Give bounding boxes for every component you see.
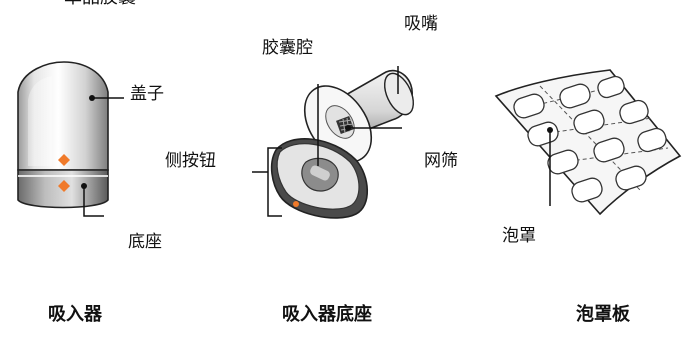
caption-inhaler: 吸入器 bbox=[48, 304, 102, 325]
inhaler-cap bbox=[17, 61, 109, 171]
side-button-mark bbox=[293, 201, 299, 207]
label-side-button: 侧按钮 bbox=[165, 151, 216, 171]
blister-pockets bbox=[513, 75, 667, 203]
inhaler-illustration bbox=[17, 61, 124, 217]
label-mesh: 网筛 bbox=[424, 151, 458, 171]
label-blister: 泡罩 bbox=[502, 226, 536, 246]
orange-marker-bottom bbox=[58, 180, 70, 192]
label-base: 底座 bbox=[128, 232, 162, 252]
blister-card-illustration bbox=[494, 69, 682, 216]
caption-inhaler-base: 吸入器底座 bbox=[282, 304, 372, 325]
label-mouthpiece: 吸嘴 bbox=[404, 14, 438, 34]
caption-blister-card: 泡罩板 bbox=[576, 304, 630, 325]
orange-marker-top bbox=[58, 154, 70, 166]
label-capsule-chamber: 胶囊腔 bbox=[262, 38, 313, 58]
inhaler-base-illustration bbox=[252, 66, 415, 219]
label-cap: 盖子 bbox=[130, 84, 164, 104]
header-partial-text: 单品胶囊 bbox=[64, 0, 136, 8]
